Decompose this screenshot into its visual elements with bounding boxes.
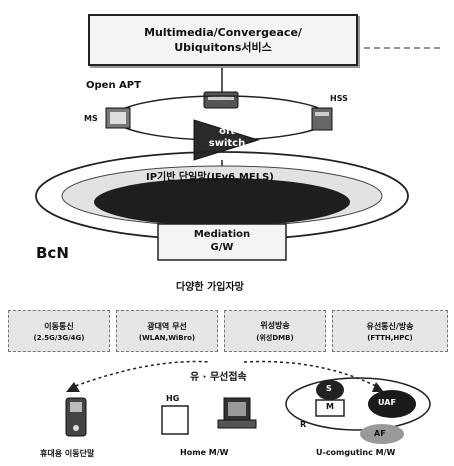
home-mw-label: Home M/W xyxy=(180,448,229,457)
softswitch-line-1: oft xyxy=(218,126,235,137)
access-wired: 유선통신/방송 (FTTH,HPC) xyxy=(332,310,448,352)
access-broadband-name: 광대역 무선 xyxy=(147,321,187,331)
r-node-label: R xyxy=(300,420,307,429)
s-node-label: S xyxy=(326,384,332,393)
ucomputing-ring xyxy=(285,377,431,431)
access-mobile-name: 이동통신 xyxy=(44,321,74,331)
softswitch-label: oft switch xyxy=(205,126,249,150)
access-title: 다양한 가입자망 xyxy=(176,282,244,293)
hss-device xyxy=(311,107,333,131)
service-header-box: Multimedia/Convergeace/ Ubiquitons서비스 xyxy=(88,14,358,66)
access-broadband-sub: (WLAN,WiBro) xyxy=(138,333,196,342)
mediation-box xyxy=(157,223,287,261)
access-mobile-sub: (2.5G/3G/4G) xyxy=(33,333,85,342)
access-broadband: 광대역 무선 (WLAN,WiBro) xyxy=(116,310,218,352)
bcn-label: BcN xyxy=(36,244,69,262)
uaf-node-label: UAF xyxy=(378,398,396,407)
ucomputing-mw-label: U-comgutinc M/W xyxy=(316,448,396,457)
ip-network-core xyxy=(94,178,350,226)
access-mobile: 이동통신 (2.5G/3G/4G) xyxy=(8,310,110,352)
access-satellite: 위성방송 (위성DMB) xyxy=(224,310,326,352)
hss-label: HSS xyxy=(330,94,348,103)
wireline-wireless-label: 유 · 무선접속 xyxy=(190,372,247,383)
hg-label: HG xyxy=(166,394,180,403)
uaf-node xyxy=(368,390,416,418)
mediation-line-2: G/W xyxy=(210,242,234,253)
open-api-label: Open APT xyxy=(86,80,141,91)
header-line-1: Multimedia/Convergeace/ xyxy=(144,26,302,39)
mediation-label: Mediation G/W xyxy=(158,228,286,254)
access-satellite-name: 위성방송 xyxy=(260,320,290,330)
af-node-label: AF xyxy=(374,429,386,438)
af-node xyxy=(360,424,404,444)
m-node-label: M xyxy=(326,402,334,411)
access-wired-name: 유선통신/방송 xyxy=(366,321,414,331)
access-satellite-sub: (위성DMB) xyxy=(256,333,294,342)
m-node xyxy=(315,399,345,417)
home-gateway xyxy=(161,405,189,435)
mediation-line-1: Mediation xyxy=(193,229,251,240)
arc-left xyxy=(69,360,211,389)
header-line-2: Ubiquitons서비스 xyxy=(174,41,272,54)
mobile-terminal-label: 휴대용 이동단말 xyxy=(40,449,95,458)
softswitch-line-2: switch xyxy=(208,138,246,149)
ip-network-label: IP기반 단일망(IFv6,MFLS) xyxy=(146,172,274,183)
softswitch-shape xyxy=(193,119,260,161)
access-wired-sub: (FTTH,HPC) xyxy=(367,333,413,342)
ms-label: MS xyxy=(84,114,98,123)
s-node xyxy=(316,380,344,400)
arc-right xyxy=(243,360,381,389)
